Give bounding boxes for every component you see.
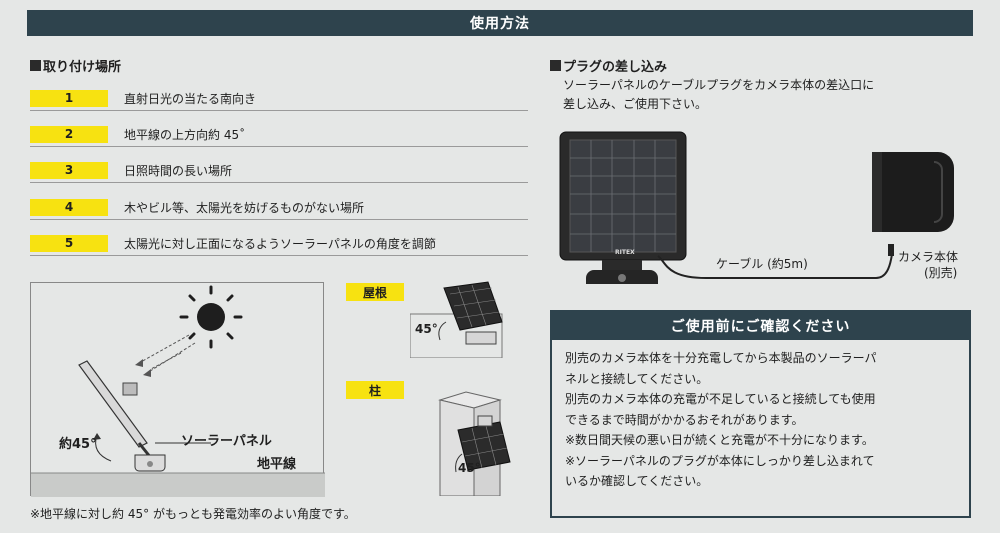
item-text: 直射日光の当たる南向き — [124, 91, 257, 106]
plug-description: ソーラーパネルのケーブルプラグをカメラ本体の差込口に 差し込み、ご使用下さい。 — [563, 78, 875, 111]
horizon-label: 地平線 — [257, 457, 297, 472]
install-heading: 取り付け場所 — [30, 56, 121, 75]
roof-tag: 屋根 — [346, 283, 404, 301]
confirm-body: 別売のカメラ本体を十分充電してから本製品のソーラーパ ネルと接続してください。 … — [565, 351, 877, 488]
pillar-tag: 柱 — [346, 381, 404, 399]
roof-mount-illustration — [410, 281, 503, 358]
item-text: 木やビル等、太陽光を妨げるものがない場所 — [124, 200, 365, 215]
page-title: 使用方法 — [27, 10, 973, 36]
list-item: 1 直射日光の当たる南向き — [30, 86, 528, 111]
brand-logo: RITEX — [615, 249, 635, 256]
item-number: 5 — [30, 234, 108, 252]
item-text: 太陽光に対し正面になるようソーラーパネルの角度を調節 — [124, 236, 436, 251]
camera-label: カメラ本体 — [898, 250, 959, 264]
item-number: 2 — [30, 125, 108, 143]
plug-heading: プラグの差し込み — [550, 56, 667, 75]
camera-sub-label: (別売) — [924, 266, 958, 280]
angle-note: ※地平線に対し約 45° がもっとも発電効率のよい角度です。 — [30, 507, 356, 521]
list-item: 3 日照時間の長い場所 — [30, 158, 528, 183]
sun-icon — [179, 285, 243, 349]
list-item: 2 地平線の上方向約 45˚ — [30, 122, 528, 147]
pillar-mount-illustration — [438, 391, 511, 496]
item-text: 日照時間の長い場所 — [124, 163, 233, 178]
confirm-title: ご使用前にご確認ください — [552, 312, 969, 340]
item-number: 3 — [30, 161, 108, 179]
item-text: 地平線の上方向約 45˚ — [124, 127, 246, 142]
angle-label: 約45° — [59, 437, 97, 452]
bullet-square-icon — [30, 60, 41, 71]
list-item: 4 木やビル等、太陽光を妨げるものがない場所 — [30, 195, 528, 220]
camera-icon — [872, 152, 954, 232]
cable-label: ケーブル (約5m) — [716, 257, 808, 271]
item-number: 1 — [30, 89, 108, 107]
list-item: 5 太陽光に対し正面になるようソーラーパネルの角度を調節 — [30, 231, 528, 256]
panel-label: ソーラーパネル — [181, 434, 272, 449]
bullet-square-icon — [550, 60, 561, 71]
angle-diagram: 約45° ソーラーパネル 地平線 — [30, 282, 325, 497]
roof-angle-label: 45° — [415, 322, 438, 336]
solar-panel-side-icon — [78, 360, 166, 472]
confirm-box: ご使用前にご確認ください 別売のカメラ本体を十分充電してから本製品のソーラーパ … — [550, 310, 971, 518]
item-number: 4 — [30, 198, 108, 216]
solar-panel-icon — [559, 131, 687, 284]
plug-illustration — [559, 131, 954, 284]
pillar-angle-label: 45° — [458, 461, 481, 475]
sun-angle-illustration — [31, 285, 325, 497]
